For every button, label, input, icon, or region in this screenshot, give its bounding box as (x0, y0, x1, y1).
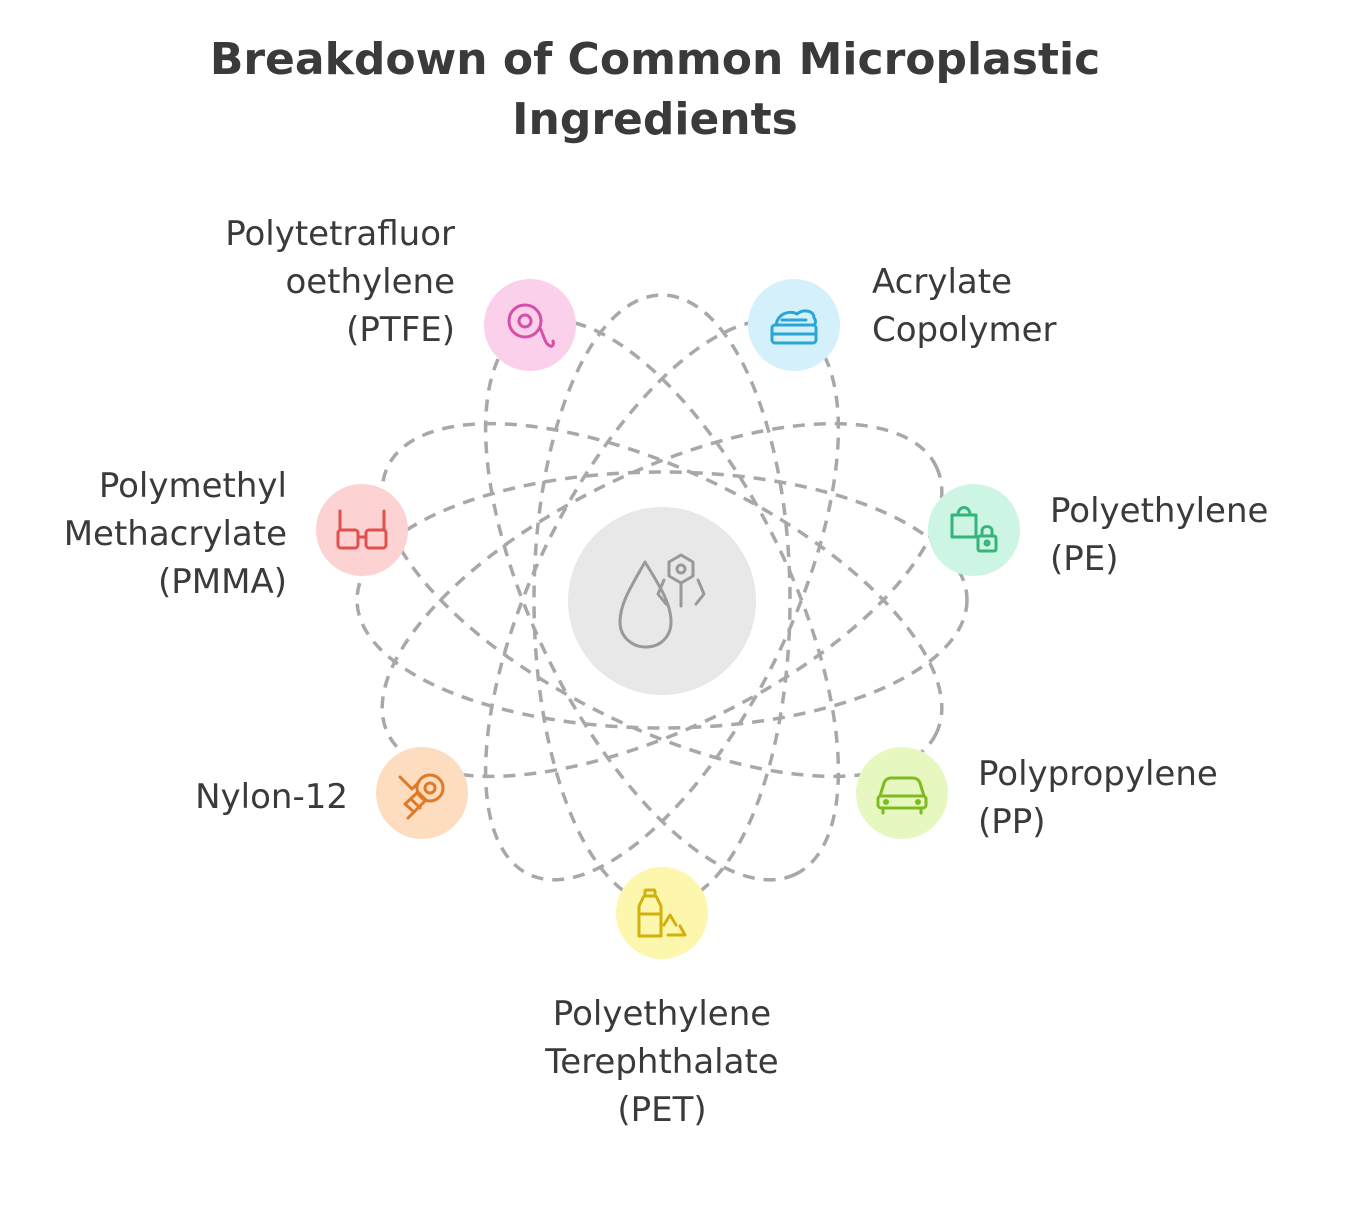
orbit-ellipse-2 (380, 421, 944, 779)
label-pp-line-1: Polypropylene (978, 754, 1218, 794)
label-pmma-line-1: Polymethyl (98, 466, 287, 506)
label-ptfe-line-1: Polytetrafluor (225, 214, 455, 254)
label-pet-line-3: (PET) (617, 1090, 707, 1130)
label-pmma: Polymethyl Methacrylate (PMMA) (10, 462, 287, 606)
label-pp: Polypropylene (PP) (978, 750, 1278, 846)
label-pe-line-1: Polyethylene (1050, 491, 1269, 531)
label-pmma-line-2: Methacrylate (63, 514, 287, 554)
node-pp (856, 747, 948, 839)
label-pmma-line-3: (PMMA) (158, 562, 287, 602)
label-pp-line-2: (PP) (978, 802, 1046, 842)
node-acrylate (748, 279, 840, 371)
label-acrylate-line-2: Copolymer (872, 310, 1057, 350)
node-pe (928, 484, 1020, 576)
label-acrylate: Acrylate Copolymer (872, 258, 1172, 354)
label-pet-line-1: Polyethylene (552, 994, 772, 1034)
orbit-ellipse-3 (380, 421, 944, 779)
node-nylon (376, 747, 468, 839)
center-node (568, 507, 756, 695)
title-line-1: Breakdown of Common Microplastic (209, 34, 1101, 85)
pmma-circle (316, 484, 408, 576)
tape-roll-icon (507, 303, 555, 348)
glasses-icon (336, 509, 388, 550)
title-line-2: Ingredients (512, 94, 798, 145)
nylon-circle (376, 747, 468, 839)
diagram-title: Breakdown of Common Microplastic Ingredi… (120, 30, 1190, 150)
label-nylon: Nylon-12 (100, 773, 348, 821)
label-pet-line-2: Terephthalate (545, 1042, 779, 1082)
bottle-recycle-icon (637, 888, 687, 938)
orbit-ellipse-1 (355, 470, 969, 730)
node-pmma (316, 484, 408, 576)
water-drop-hexagon-icon (618, 553, 706, 649)
bullet-target-icon (398, 773, 445, 820)
label-pet: Polyethylene Terephthalate (PET) (482, 990, 842, 1134)
label-ptfe-line-2: oethylene (285, 262, 455, 302)
bag-lock-icon (950, 506, 998, 553)
label-pe: Polyethylene (PE) (1050, 487, 1350, 583)
label-pe-line-2: (PE) (1050, 539, 1119, 579)
cream-jar-icon (770, 309, 818, 345)
node-ptfe (484, 279, 576, 371)
label-ptfe-line-3: (PTFE) (346, 310, 455, 350)
pe-circle (928, 484, 1020, 576)
label-ptfe: Polytetrafluor oethylene (PTFE) (110, 210, 455, 354)
car-icon (876, 776, 928, 815)
pp-circle (856, 747, 948, 839)
node-pet (616, 867, 708, 959)
label-acrylate-line-1: Acrylate (872, 262, 1012, 302)
label-nylon-line-1: Nylon-12 (195, 777, 348, 817)
orbit-ellipse-4 (483, 318, 841, 882)
